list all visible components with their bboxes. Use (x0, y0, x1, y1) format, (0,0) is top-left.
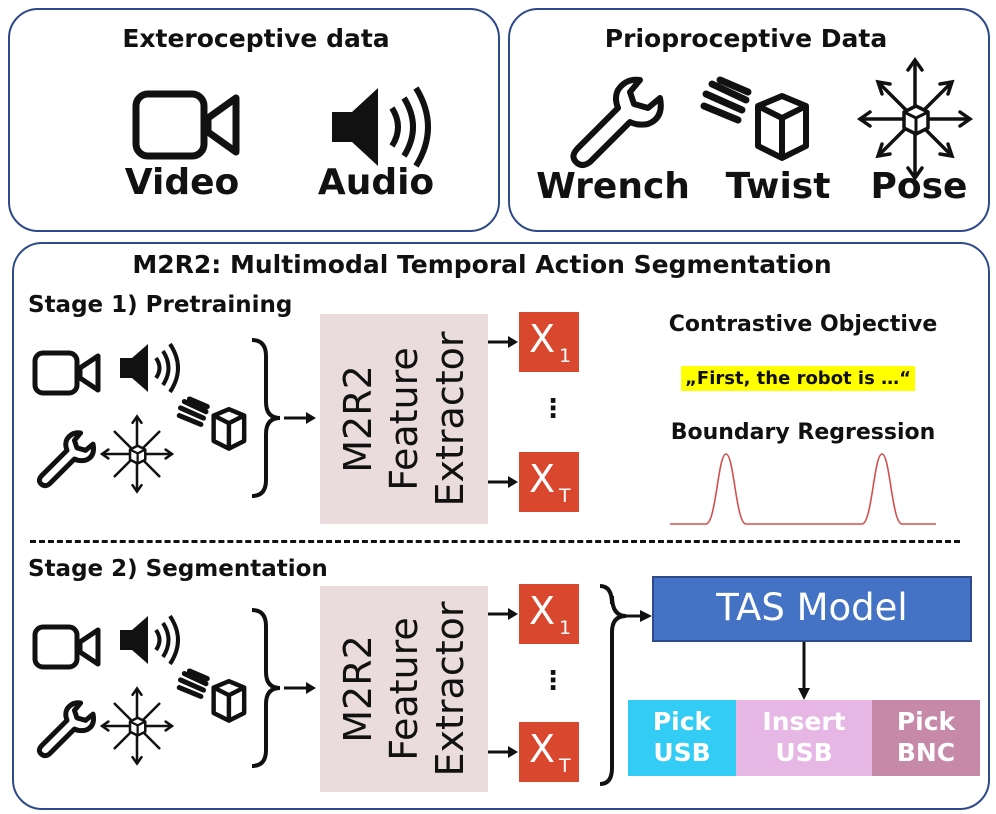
speaker-icon (332, 86, 431, 168)
stage2-video-icon (32, 624, 101, 670)
stage-separator (30, 540, 960, 543)
segment-pick-usb: Pick USB (628, 700, 736, 776)
stage2-extractor-line2: Feature (382, 617, 426, 761)
stage2-brace (251, 608, 281, 768)
stage1-feature-extractor: M2R2 Feature Extractor (320, 314, 488, 524)
caption-highlight: „First, the robot is …“ (681, 366, 915, 391)
stage2-title: Stage 2) Segmentation (28, 556, 328, 582)
stage2-arrow-xt (488, 746, 518, 758)
exteroceptive-title: Exteroceptive data (122, 24, 390, 53)
stage1-twist-icon (176, 396, 247, 451)
twist-label: Twist (725, 166, 831, 207)
stage1-video-icon (32, 350, 101, 396)
m2r2-title: M2R2: Multimodal Temporal Action Segment… (132, 250, 832, 279)
stage1-extractor-line2: Feature (382, 347, 426, 491)
pose-axes-icon (856, 56, 974, 182)
stage1-xt-sub: T (559, 485, 571, 507)
stage2-wrench-icon (36, 700, 96, 759)
stage2-speaker-icon (120, 614, 180, 666)
twist-cube-icon (700, 76, 809, 161)
tas-model-label: TAS Model (716, 586, 908, 629)
stage2-output-brace (599, 584, 652, 786)
stage2-x1-symbol: X (529, 589, 556, 633)
segment-insert-usb-label: Insert USB (762, 707, 846, 767)
tas-model-box: TAS Model (652, 576, 972, 642)
segment-pick-usb-label: Pick USB (652, 707, 712, 767)
stage1-brace (251, 338, 281, 498)
contrastive-objective-label: Contrastive Objective (668, 312, 938, 337)
stage1-arrow-x1 (488, 336, 518, 348)
stage1-ellipsis: ⋮ (540, 394, 566, 424)
stage1-input-arrow (284, 412, 316, 424)
stage1-wrench-icon (36, 430, 96, 489)
stage2-extractor-line3: Extractor (428, 601, 472, 777)
boundary-regression-curve (670, 453, 936, 525)
pose-label: Pose (870, 166, 968, 207)
tas-output-arrow (798, 642, 810, 700)
segment-pick-bnc: Pick BNC (872, 700, 980, 776)
stage2-twist-icon (176, 668, 247, 723)
stage2-arrow-x1 (488, 608, 518, 620)
stage2-pose-icon (99, 686, 175, 766)
stage1-extractor-line1: M2R2 (336, 365, 380, 473)
m2r2-panel (12, 242, 990, 810)
wrench-label: Wrench (536, 166, 690, 207)
segment-insert-usb: Insert USB (736, 700, 872, 776)
video-camera-icon (132, 90, 240, 160)
stage2-ellipsis: ⋮ (540, 666, 566, 696)
stage1-speaker-icon (120, 342, 180, 394)
stage1-extractor-line3: Extractor (428, 331, 472, 507)
proprioceptive-title: Prioproceptive Data (604, 24, 888, 53)
stage1-title: Stage 1) Pretraining (28, 292, 293, 318)
stage2-xt-sub: T (559, 755, 571, 777)
stage2-extractor-line1: M2R2 (336, 635, 380, 743)
wrench-icon (570, 76, 664, 168)
proprioceptive-panel: Prioproceptive Data Wrench Twist Pose (508, 8, 990, 232)
stage2-x1-sub: 1 (559, 617, 572, 639)
stage1-x1-symbol: X (529, 317, 556, 361)
stage2-xt-symbol: X (529, 727, 556, 771)
stage1-xt-symbol: X (529, 457, 556, 501)
stage1-x1-sub: 1 (559, 345, 572, 367)
segment-pick-bnc-label: Pick BNC (896, 707, 956, 767)
exteroceptive-panel: Exteroceptive data Video Audio (8, 8, 500, 232)
stage1-arrow-xt (488, 476, 518, 488)
boundary-regression-label: Boundary Regression (670, 420, 936, 445)
stage2-feature-extractor: M2R2 Feature Extractor (320, 586, 488, 792)
video-label: Video (124, 162, 240, 203)
stage2-input-arrow (284, 682, 316, 694)
stage1-pose-icon (99, 414, 175, 494)
audio-label: Audio (317, 162, 435, 203)
